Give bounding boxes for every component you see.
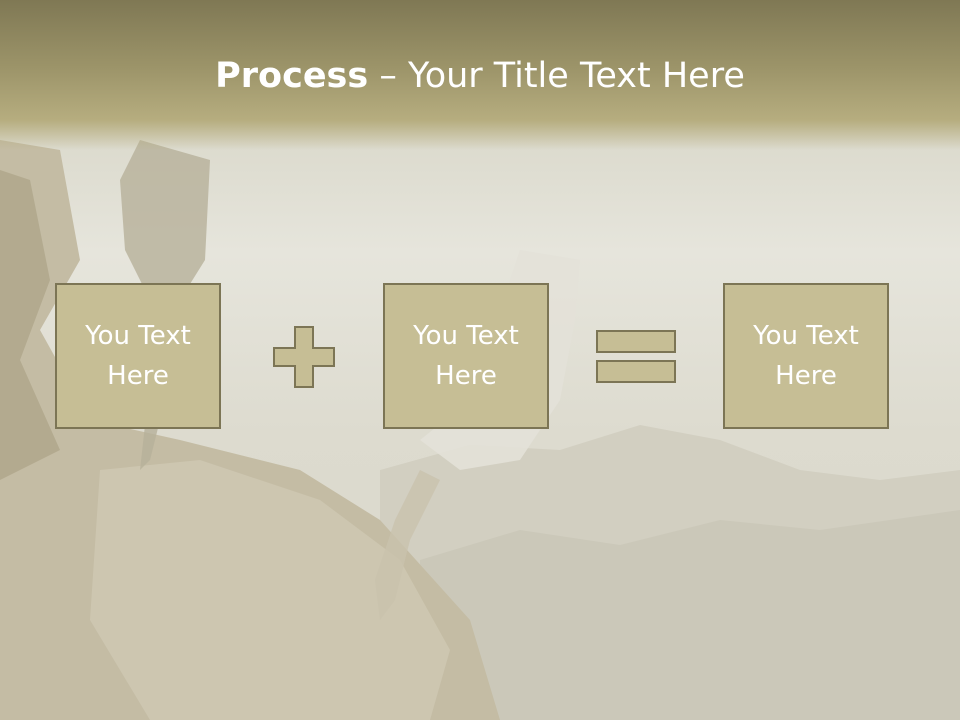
box-2-text: You Text Here xyxy=(413,321,519,391)
box-3-text: You Text Here xyxy=(753,321,859,391)
slide-title: Process – Your Title Text Here xyxy=(0,54,960,98)
title-rest: – Your Title Text Here xyxy=(368,56,745,96)
title-bold: Process xyxy=(215,56,369,96)
equals-icon xyxy=(596,330,676,383)
plus-icon xyxy=(273,326,335,388)
box-1-text: You Text Here xyxy=(85,321,191,391)
process-box-2[interactable]: You Text Here xyxy=(383,283,549,429)
process-box-3[interactable]: You Text Here xyxy=(723,283,889,429)
process-box-1[interactable]: You Text Here xyxy=(55,283,221,429)
title-bar xyxy=(0,0,960,150)
